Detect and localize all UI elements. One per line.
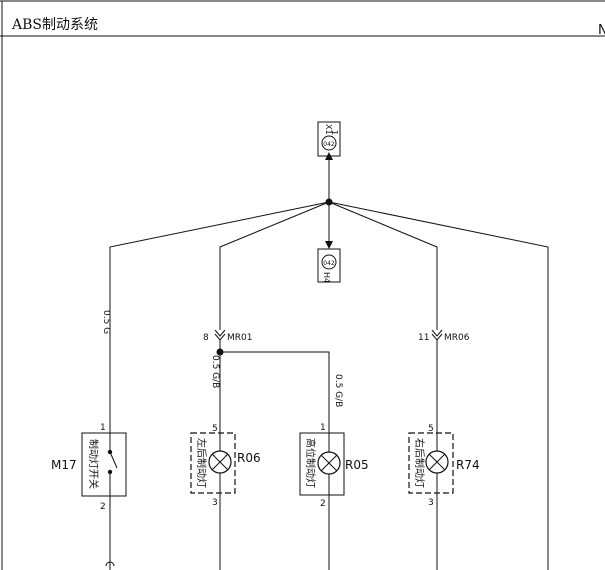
- wire-branch-mr01: [219, 201, 330, 330]
- connector-x1-code: 042: [323, 141, 335, 148]
- component-r06: 5 左后制动灯 R06 3: [190, 424, 261, 508]
- connector-h4-ring: [321, 254, 337, 270]
- mr01-name: MR01: [227, 333, 252, 343]
- m17-label: 制动灯开关: [87, 439, 100, 489]
- r74-pin-bottom: 3: [428, 498, 434, 508]
- wire-label-r05: 0.5 G/B: [333, 374, 343, 407]
- r05-pin-bottom: 2: [320, 499, 326, 509]
- connector-h4-id: H4: [322, 272, 331, 283]
- inline-connector-mr06: 11 MR06: [418, 329, 470, 343]
- wire-branch-right: [328, 201, 549, 570]
- continuation-mark: [105, 561, 115, 567]
- r05-label: 高位制动灯: [304, 438, 317, 488]
- wire-branch-mr06: [328, 201, 438, 330]
- r05-pin-top: 1: [320, 423, 326, 433]
- arrow-down-icon: [325, 241, 333, 249]
- wire-label-m17: 0.5 G: [101, 310, 111, 334]
- page-title: ABS制动系统: [11, 17, 98, 33]
- wire-to-r05: [220, 351, 330, 433]
- m17-id: M17: [51, 458, 77, 472]
- connector-h4-code: 042: [323, 260, 335, 267]
- header-corner-text: N: [598, 23, 605, 38]
- connector-h4: 042 H4: [317, 248, 341, 283]
- m17-pin-bottom: 2: [100, 502, 106, 512]
- inline-connector-mr01: 8 MR01: [203, 329, 252, 343]
- r06-pin-top: 5: [212, 424, 218, 434]
- wire-label-r06: 0.5 G/B: [210, 355, 220, 388]
- mr01-pin: 8: [203, 333, 209, 343]
- m17-pin-top: 1: [100, 423, 106, 433]
- r74-pin-top: 5: [428, 424, 434, 434]
- switch-contact-icon: [109, 451, 118, 469]
- r74-id: R74: [456, 458, 480, 472]
- component-r05: 1 高位制动灯 R05 2: [299, 423, 369, 509]
- r06-id: R06: [237, 451, 261, 465]
- mr06-pin: 11: [418, 333, 429, 343]
- r74-label: 右后制动灯: [413, 438, 426, 488]
- r06-pin-bottom: 3: [212, 498, 218, 508]
- connector-x1-id: X1: [324, 124, 333, 135]
- component-r74: 5 右后制动灯 R74 3: [408, 424, 480, 508]
- arrow-up-icon: [325, 152, 333, 160]
- component-m17: 1 制动灯开关 M17 2: [51, 423, 127, 512]
- wire-branch-m17: [109, 201, 330, 435]
- r05-id: R05: [345, 458, 369, 472]
- connector-x1-pin: 1: [330, 130, 339, 135]
- r06-label: 左后制动灯: [195, 438, 208, 488]
- connector-x1: 1 X1 042: [317, 121, 341, 157]
- mr06-name: MR06: [444, 333, 470, 343]
- connector-x1-ring: [321, 135, 337, 151]
